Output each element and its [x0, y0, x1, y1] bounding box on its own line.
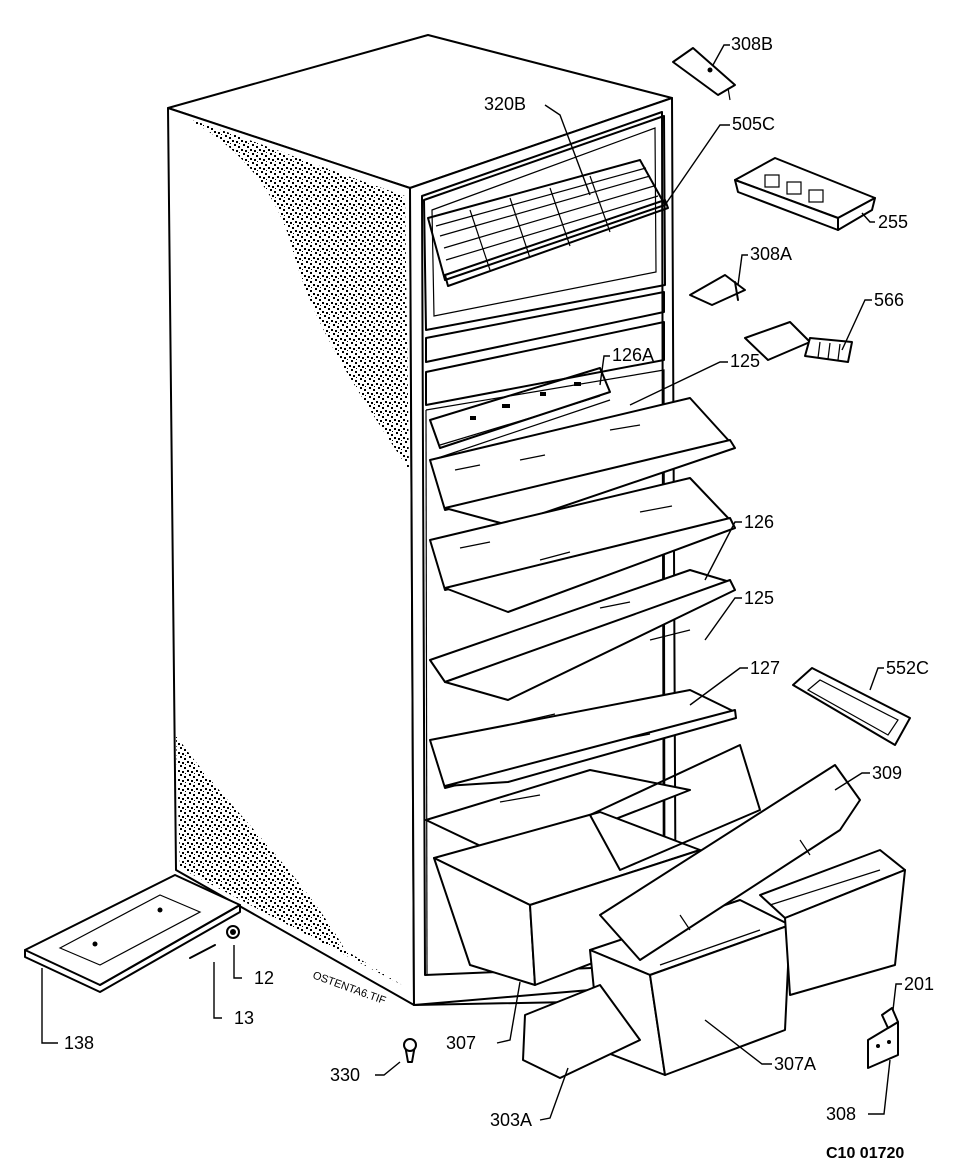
label-126A: 126A: [612, 345, 654, 365]
label-505C: 505C: [732, 114, 775, 134]
ice-tray-255: [734, 157, 876, 231]
label-126: 126: [744, 512, 774, 532]
pin-13: [189, 944, 216, 959]
scraper-566: [744, 321, 853, 363]
label-552C: 552C: [886, 658, 929, 678]
insulation-texture-lower: [176, 735, 402, 985]
shelf-trim-505C: [444, 199, 669, 287]
label-307A: 307A: [774, 1054, 816, 1074]
label-127: 127: [750, 658, 780, 678]
drawer-front-303A: [522, 984, 641, 1079]
label-125-upper: 125: [730, 351, 760, 371]
glass-shelf-127: [429, 689, 737, 789]
glass-shelf-126: [429, 477, 736, 613]
glass-shelf-125-upper: [429, 397, 736, 526]
label-308: 308: [826, 1104, 856, 1124]
label-12: 12: [254, 968, 274, 988]
hinge-308A: [689, 274, 746, 306]
hinge-308B: [672, 47, 736, 101]
leader-lines: [41, 44, 902, 1121]
label-308A: 308A: [750, 244, 792, 264]
label-566: 566: [874, 290, 904, 310]
label-125-lower: 125: [744, 588, 774, 608]
handle-552C: [792, 667, 911, 746]
crisper-drawer-307A: [589, 849, 906, 1076]
crisper-lid-309: [599, 764, 861, 961]
label-307: 307: [446, 1033, 476, 1053]
bottom-plate-138: [24, 874, 241, 993]
screw-330: [403, 1038, 417, 1063]
insulation-texture-upper: [185, 118, 409, 470]
evaporator-plate: [429, 367, 611, 461]
label-138: 138: [64, 1033, 94, 1053]
label-330: 330: [330, 1065, 360, 1085]
foot-12: [226, 925, 240, 939]
label-320B: 320B: [484, 94, 526, 114]
label-303A: 303A: [490, 1110, 532, 1130]
label-255: 255: [878, 212, 908, 232]
label-13: 13: [234, 1008, 254, 1028]
glass-shelf-125-lower: [429, 569, 736, 701]
label-308B: 308B: [731, 34, 773, 54]
label-201: 201: [904, 974, 934, 994]
drawing-code: C10 01720: [826, 1145, 904, 1162]
label-309: 309: [872, 763, 902, 783]
hinge-308: [867, 1007, 899, 1069]
